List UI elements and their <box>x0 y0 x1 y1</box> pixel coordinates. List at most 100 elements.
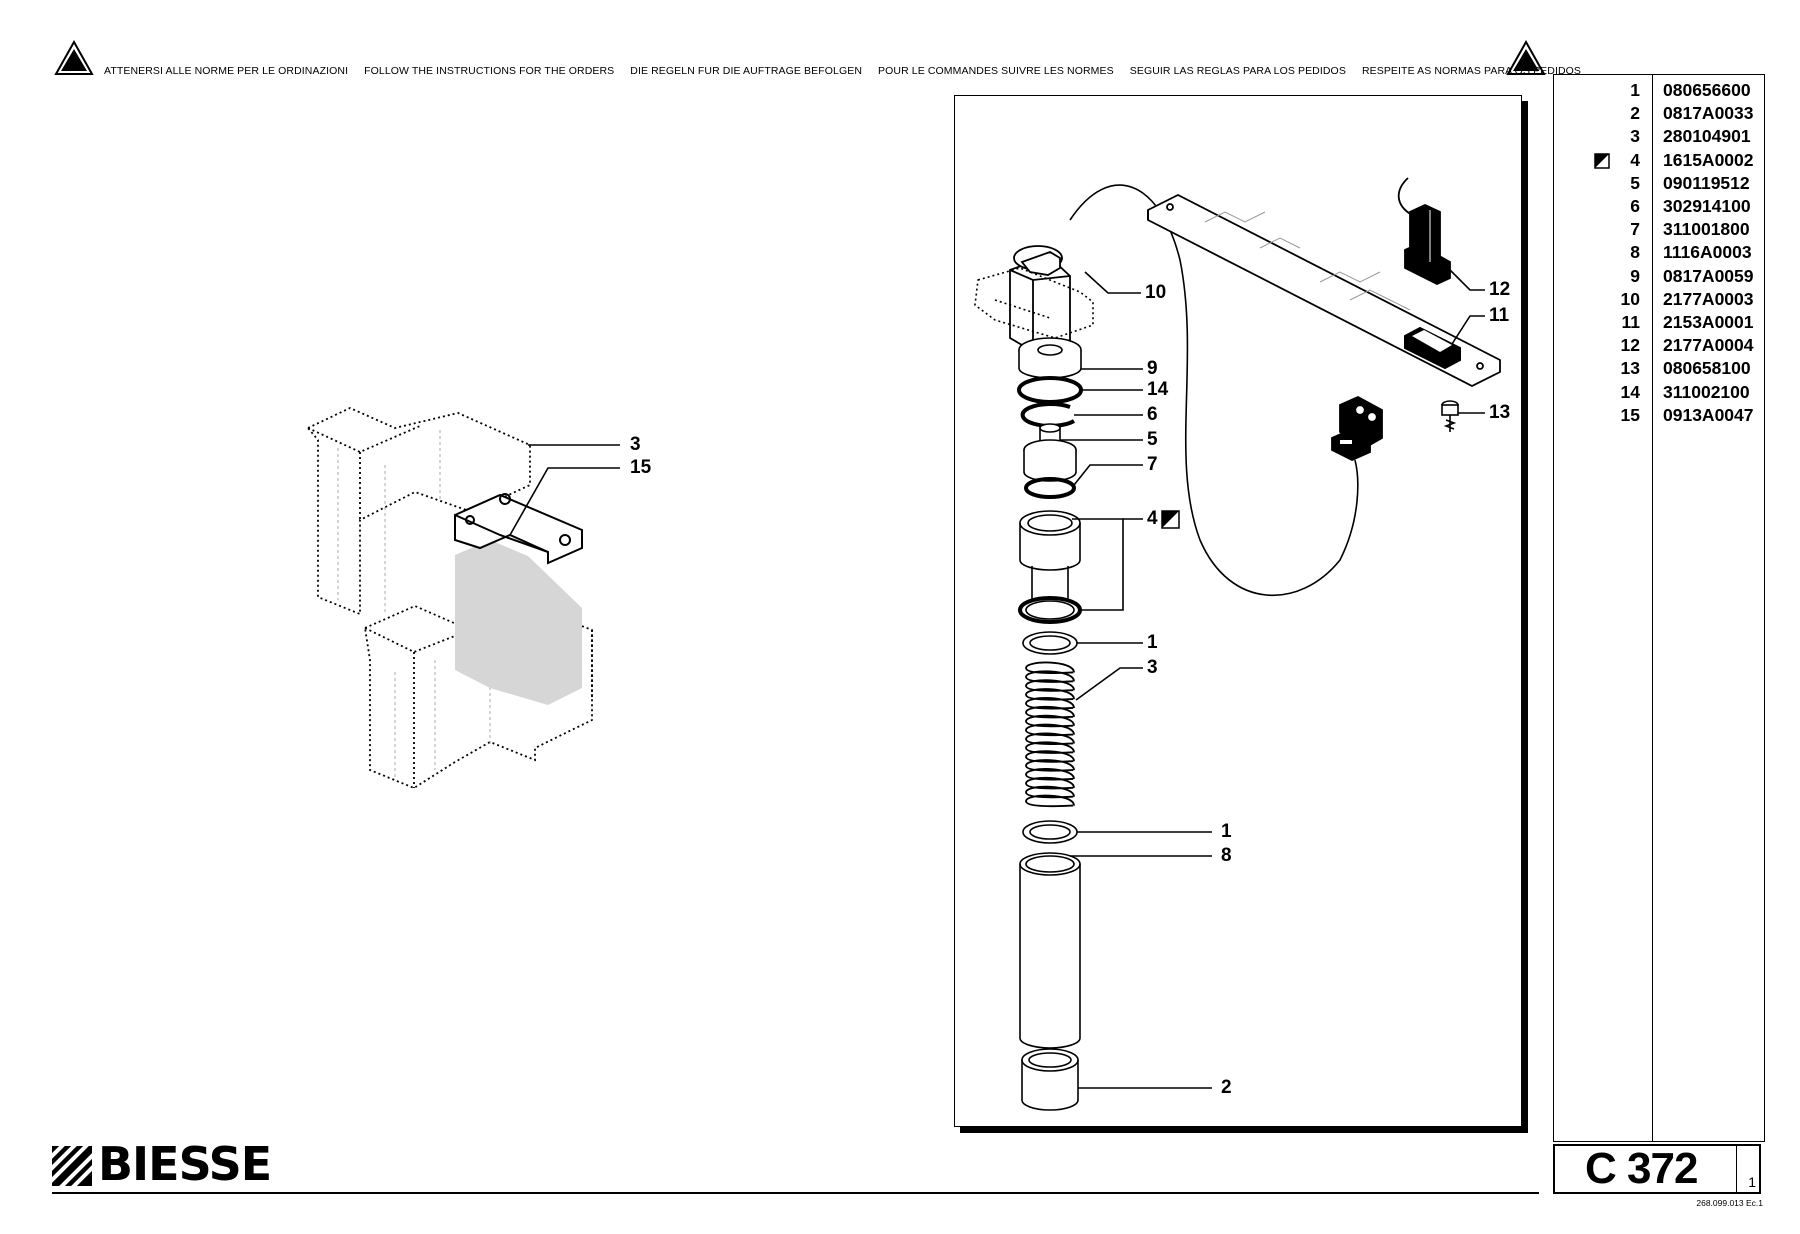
part-number: 9 <box>1630 265 1640 286</box>
part-number: 7 <box>1630 219 1640 240</box>
instruction-fr: POUR LE COMMANDES SUIVRE LES NORMES <box>878 65 1114 77</box>
callout-4: 4 <box>1147 508 1158 529</box>
document-reference: 268.099.013 Ec.1 <box>1696 1198 1763 1208</box>
part-number: 8 <box>1630 242 1640 263</box>
snap-ring-6 <box>1020 401 1076 428</box>
part-code: 0817A0059 <box>1663 265 1754 286</box>
o-ring-7 <box>1024 477 1076 499</box>
callout-6: 6 <box>1147 404 1158 425</box>
callout-8: 8 <box>1221 845 1232 866</box>
table-row: 5 090119512 <box>1554 173 1764 195</box>
pcb-traces <box>1204 211 1411 311</box>
part-number: 10 <box>1620 288 1640 309</box>
table-code: C 372 <box>1585 1144 1698 1193</box>
sensor-cable <box>1069 184 1359 597</box>
part-code: 1615A0002 <box>1663 149 1754 170</box>
part-number: 13 <box>1620 358 1640 379</box>
callout-13: 13 <box>1489 402 1511 423</box>
warning-triangle-right-icon <box>1506 40 1546 75</box>
callout-1-upper: 1 <box>1147 632 1158 653</box>
instruction-it: ATTENERSI ALLE NORME PER LE ORDINAZIONI <box>104 65 349 77</box>
part-code: 1116A0003 <box>1663 242 1752 263</box>
spare-part-marker-icon <box>1161 510 1180 529</box>
part-number: 2 <box>1630 103 1640 124</box>
callout-2: 2 <box>1221 1077 1232 1098</box>
table-column-divider <box>1652 75 1653 1141</box>
callout-9: 9 <box>1147 358 1158 379</box>
table-code-box: C 372 1 <box>1553 1144 1761 1194</box>
washer-1-lower <box>1022 820 1078 844</box>
tube-8 <box>1019 852 1081 1049</box>
table-row: 14 311002100 <box>1554 382 1764 404</box>
part-code: 302914100 <box>1663 196 1751 216</box>
callout-1-lower: 1 <box>1221 821 1232 842</box>
table-row: 13 080658100 <box>1554 358 1764 380</box>
order-instructions-banner: ATTENERSI ALLE NORME PER LE ORDINAZIONI … <box>104 63 1581 79</box>
table-row: 9 0817A0059 <box>1554 266 1764 288</box>
instruction-de: DIE REGELN FUR DIE AUFTRAGE BEFOLGEN <box>630 65 863 77</box>
part-number: 5 <box>1630 172 1640 193</box>
brand-name: BIESSE <box>98 1137 272 1191</box>
o-ring-14 <box>1017 376 1083 404</box>
piston-5 <box>1023 423 1077 482</box>
part-code: 0913A0047 <box>1663 404 1754 425</box>
footer-rule <box>52 1192 1539 1194</box>
table-row: 2 0817A0033 <box>1554 103 1764 125</box>
connector-12 <box>1397 177 1451 285</box>
part-code: 090119512 <box>1663 172 1750 193</box>
callout-3: 3 <box>1147 657 1158 678</box>
instruction-es: SEGUIR LAS REGLAS PARA LOS PEDIDOS <box>1129 65 1346 77</box>
table-row: 15 0913A0047 <box>1554 405 1764 427</box>
spare-part-marker-icon <box>1594 152 1610 169</box>
callout-11: 11 <box>1489 305 1510 326</box>
callout-15-left: 15 <box>630 457 652 478</box>
part-code: 080658100 <box>1663 358 1751 379</box>
warning-triangle-left-icon <box>54 40 94 75</box>
cylinder-4 <box>1018 510 1082 624</box>
pcb-connector <box>1404 326 1461 370</box>
part-code: 2177A0004 <box>1663 335 1754 356</box>
sheet-number: 1 <box>1748 1174 1756 1190</box>
sheet-box: 1 <box>1736 1146 1759 1192</box>
part-number: 1 <box>1630 80 1640 100</box>
table-row: 4 1615A0002 <box>1554 150 1764 172</box>
part-code: 311001800 <box>1663 219 1750 240</box>
washer-1-upper <box>1022 631 1078 655</box>
callout-14: 14 <box>1147 379 1169 400</box>
instruction-pt: RESPEITE AS NORMAS PARA OS PEDIDOS <box>1361 65 1582 77</box>
parts-list-table: 1 080656600 2 0817A0033 3 280104901 4 1615A0002… <box>1553 74 1765 1142</box>
table-row: 1 080656600 <box>1554 80 1764 102</box>
part-code: 280104901 <box>1663 126 1751 147</box>
solenoid-valve-10 <box>1009 245 1071 353</box>
biesse-logo-mark-icon <box>52 1146 92 1186</box>
table-row: 11 2153A0001 <box>1554 312 1764 334</box>
part-code: 0817A0033 <box>1663 103 1754 124</box>
part-code: 080656600 <box>1663 80 1751 100</box>
callout-7: 7 <box>1147 454 1158 475</box>
part-number: 3 <box>1630 126 1640 147</box>
part-number: 11 <box>1621 312 1641 332</box>
part-number: 14 <box>1620 381 1640 402</box>
table-row: 8 1116A0003 <box>1554 242 1764 264</box>
table-row: 3 280104901 <box>1554 126 1764 148</box>
left-housing-inner <box>337 430 491 780</box>
screw-13 <box>1441 400 1459 432</box>
part-number: 12 <box>1620 335 1640 356</box>
table-row: 7 311001800 <box>1554 219 1764 241</box>
spring-3 <box>1025 661 1075 808</box>
part-code: 311002100 <box>1663 381 1750 402</box>
sensor-bracket <box>1331 395 1383 461</box>
instruction-en: FOLLOW THE INSTRUCTIONS FOR THE ORDERS <box>364 65 615 77</box>
part-number: 4 <box>1630 149 1640 170</box>
cup-9 <box>1018 337 1082 379</box>
bushing-2 <box>1021 1048 1079 1111</box>
part-code: 2153A0001 <box>1663 312 1754 332</box>
callout-10: 10 <box>1145 282 1167 303</box>
table-row: 12 2177A0004 <box>1554 335 1764 357</box>
spring-coils <box>1025 661 1075 808</box>
part-number: 15 <box>1620 404 1640 425</box>
mounting-plate-15 <box>454 493 583 565</box>
